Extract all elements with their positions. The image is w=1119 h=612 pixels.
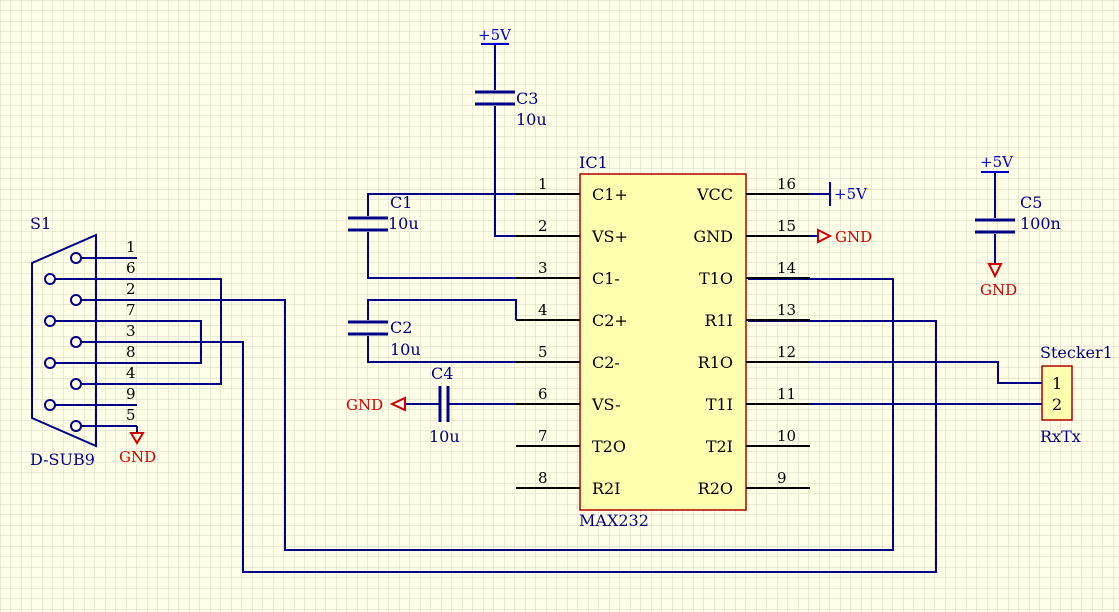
ic-pin-number: 16 [777,175,796,193]
dsub-pin-label: 9 [126,385,136,403]
ic-pin-name: C1+ [592,185,628,204]
ic-pin-name: R1I [704,311,733,330]
rs232-wires [137,278,937,573]
ic-pin-name: VS- [591,395,621,414]
header-ref: Stecker1 [1040,343,1113,362]
ic-pin-number: 5 [538,343,548,361]
c2-ref: C2 [390,318,412,337]
c3-value: 10u [516,110,547,129]
ic-body [579,173,747,511]
dsub-pin-label: 2 [126,280,136,298]
c2-value: 10u [390,340,421,359]
ic-pin-number: 9 [777,469,787,487]
ic-part: MAX232 [579,511,649,530]
svg-text:GND: GND [119,448,156,466]
ground-symbol-c4: GND [346,396,406,414]
dsub-pin-label: 4 [126,364,136,382]
capacitor-c5[interactable]: C5 100n [975,193,1061,234]
capacitor-c1[interactable]: C1 10u [348,193,419,233]
header-pin-1: 1 [1052,374,1062,393]
header-body [1041,365,1073,421]
dsub-ref: S1 [30,214,51,233]
ic-right-pin-lines [746,193,810,489]
c1-value: 10u [388,214,419,233]
vcc-symbol-c5: +5V [980,153,1014,173]
dsub-pin-label: 3 [126,322,136,340]
svg-text:+5V: +5V [980,153,1014,171]
dsub9-shell [31,233,97,448]
c3-ref: C3 [516,89,538,108]
ic-pin-number: 7 [538,427,548,445]
c4-value: 10u [429,427,460,446]
ic-ref: IC1 [579,153,608,172]
ic-pin-name: T1O [699,269,733,288]
ic-pin-name: C2- [592,353,620,372]
ic-pin-number: 4 [538,301,548,319]
ic-pin-name: VCC [696,185,733,204]
svg-text:+5V: +5V [478,26,512,44]
ic-pin-number: 12 [777,343,796,361]
header-pin-2: 2 [1052,395,1062,414]
max232-ic[interactable]: IC1 MAX232 1 2 3 4 5 6 7 8 C1+ VS+ C1- C… [516,153,810,530]
capacitor-wires [367,44,1042,405]
ic-pin-name: GND [693,227,733,246]
ic-pin-name: T2I [706,437,733,456]
header-stecker1[interactable]: Stecker1 1 2 RxTx [1040,343,1113,446]
ic-pin-name: R2O [698,479,733,498]
ic-pin-number: 1 [538,175,548,193]
ic-pin-name: C2+ [592,311,628,330]
vcc-symbol-c3: +5V [478,26,512,45]
dsub9-pin-circles [44,252,82,432]
dsub9-connector[interactable]: 1 6 2 7 3 8 4 9 5 S1 D-SUB9 [30,214,137,469]
dsub-pin-label: 6 [126,259,136,277]
ic-pin-number: 14 [777,259,796,277]
ic-pin-number: 6 [538,385,548,403]
svg-text:+5V: +5V [834,185,868,203]
ic-pin-number: 10 [777,427,796,445]
dsub9-pin-stubs [50,257,137,427]
c5-ref: C5 [1020,193,1042,212]
header-name: RxTx [1040,427,1081,446]
capacitor-c3[interactable]: C3 10u [475,89,547,129]
ic-pin-name: T2O [592,437,626,456]
ic-pin-number: 8 [538,469,548,487]
ic-pin-number: 11 [777,385,796,403]
dsub-pin-label: 8 [126,343,136,361]
ic-pin-number: 13 [777,301,796,319]
ic-pin-number: 2 [538,217,548,235]
dsub-ground-symbol: GND [119,426,156,466]
dsub-pin-label: 1 [126,238,136,256]
ic-left-pin-lines [516,193,580,489]
capacitor-c2[interactable]: C2 10u [348,318,421,359]
dsub-pin-label: 7 [126,301,136,319]
ic-pin-name: VS+ [591,227,628,246]
svg-text:GND: GND [835,228,872,246]
ground-symbol-ic: GND [817,228,872,246]
dsub-type: D-SUB9 [30,450,95,469]
svg-text:GND: GND [980,281,1017,299]
c5-value: 100n [1020,214,1061,233]
ic-pin-name: R1O [698,353,733,372]
ground-symbol-c5: GND [980,263,1017,299]
c1-ref: C1 [390,193,412,212]
ic-pin-number: 3 [538,259,548,277]
c4-ref: C4 [431,364,453,383]
capacitor-c4[interactable]: C4 10u [429,364,460,446]
ic-pin-name: R2I [592,479,621,498]
ic-pin-name: C1- [592,269,620,288]
vcc-symbol-ic: +5V [829,182,868,206]
svg-text:GND: GND [346,396,383,414]
ic-pin-number: 15 [777,217,796,235]
dsub-pin-label: 5 [126,406,136,424]
ic-pin-name: T1I [706,395,733,414]
